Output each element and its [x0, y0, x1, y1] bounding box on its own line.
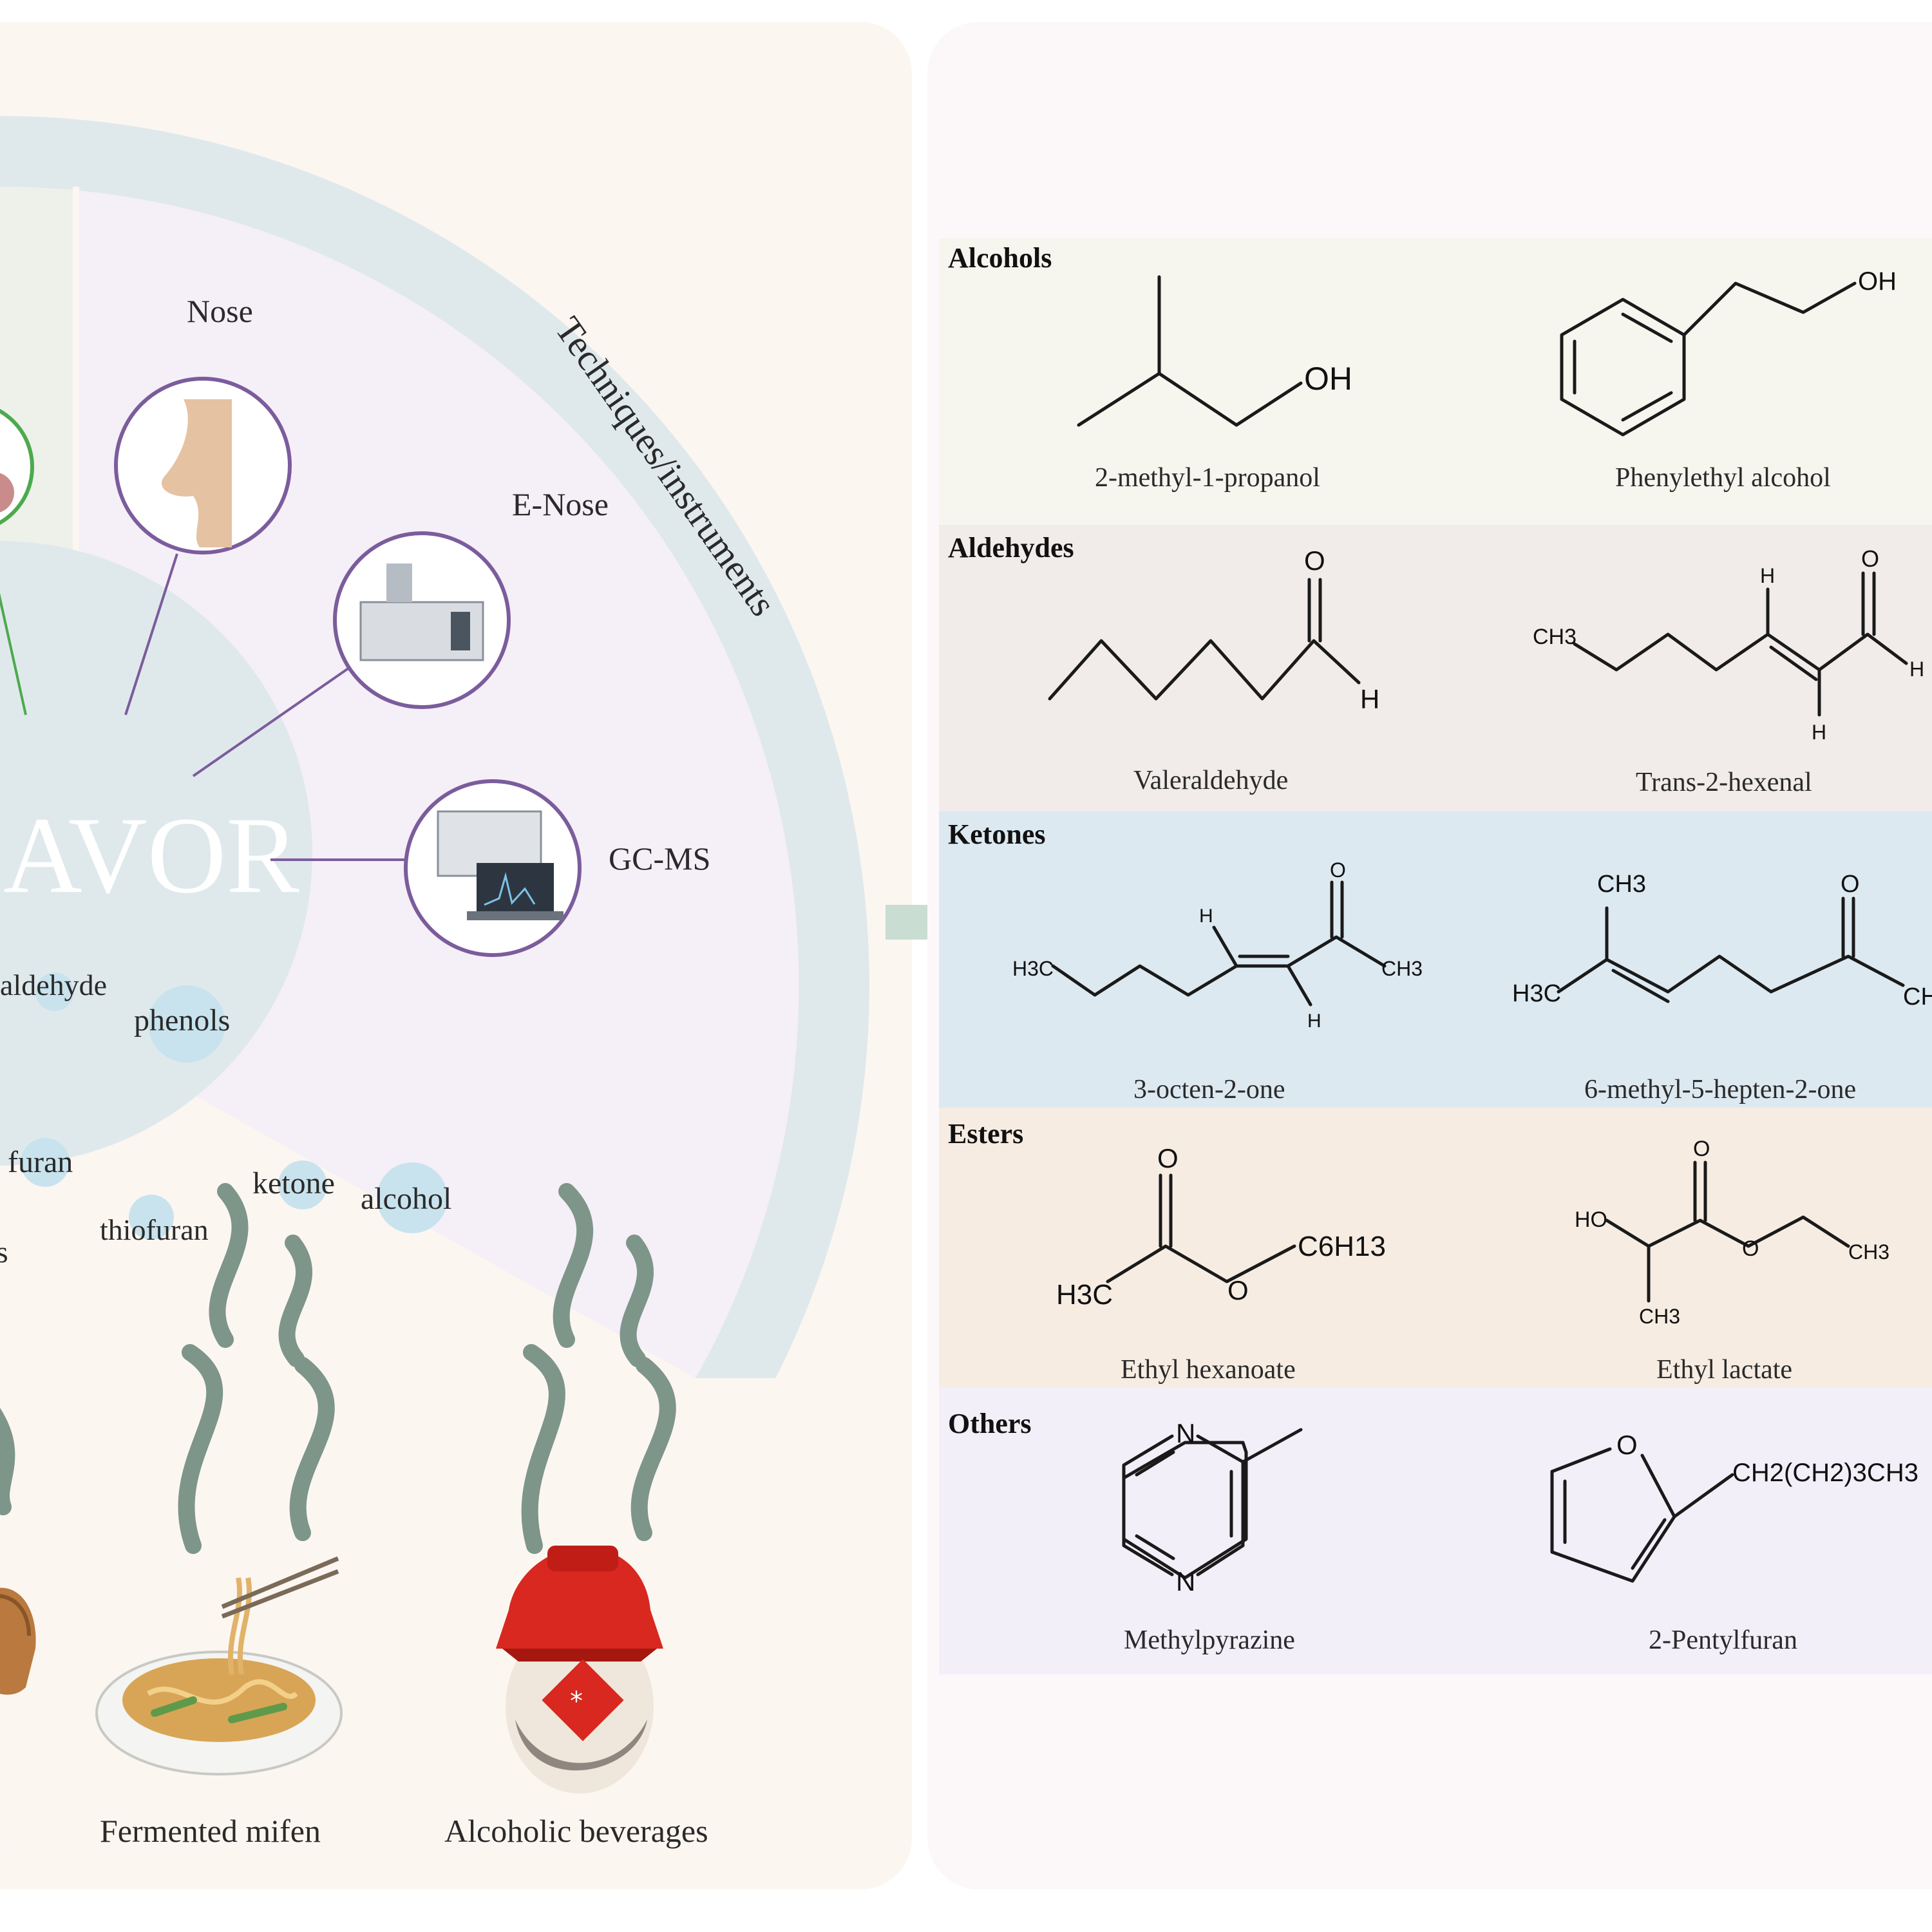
band-ketones: [939, 811, 1932, 1108]
e-nose-instrument: E-Nose: [192, 486, 609, 777]
svg-text:H: H: [1360, 684, 1379, 714]
band-esters: [939, 1108, 1932, 1388]
steam-beverage: [521, 1183, 676, 1554]
svg-text:O: O: [1693, 1137, 1710, 1161]
svg-text:O: O: [1742, 1236, 1759, 1261]
svg-text:O: O: [1227, 1275, 1249, 1305]
structure-ethyl-lactate: HO O O CH3 CH3: [1575, 1137, 1889, 1328]
svg-text:CH3: CH3: [1533, 625, 1577, 649]
category-aldehydes: Aldehydes: [948, 532, 1074, 564]
compound-name-ethyl-hexanoate: Ethyl hexanoate: [1121, 1355, 1296, 1385]
compound-name-ethyl-lactate: Ethyl lactate: [1656, 1355, 1792, 1385]
svg-text:C6H13: C6H13: [1298, 1231, 1386, 1262]
svg-text:O: O: [1304, 545, 1325, 576]
svg-text:N: N: [1176, 1566, 1195, 1596]
svg-text:O: O: [1616, 1430, 1638, 1460]
band-aldehydes: [939, 525, 1932, 811]
gc-ms-label: GC-MS: [609, 840, 710, 876]
compound-name-methylpyrazine: Methylpyrazine: [1124, 1625, 1295, 1655]
compound-bubbles: aldehyde phenols furan ketone alcohol th…: [0, 969, 451, 1269]
svg-text:O: O: [1330, 858, 1346, 882]
svg-text:N: N: [1176, 1418, 1195, 1448]
structure-trans-2-hexenal: CH3 O H H H: [1533, 545, 1924, 744]
category-alcohols: Alcohols: [948, 242, 1052, 274]
bubble-thiofuran: thiofuran: [100, 1213, 209, 1246]
compound-name-valeraldehyde: Valeraldehyde: [1133, 766, 1288, 795]
food-label-beverages: Alcoholic beverages: [444, 1813, 708, 1849]
steam-left: [0, 1408, 15, 1515]
flavor-center-text: AVOR: [3, 795, 299, 916]
svg-text:HO: HO: [1575, 1208, 1607, 1232]
svg-text:CH3: CH3: [1903, 983, 1932, 1010]
nose-icon: [162, 399, 232, 547]
structure-valeraldehyde: O H: [1048, 545, 1379, 714]
bubble-aldehyde: aldehyde: [0, 969, 107, 1001]
structure-2-methyl-1-propanol: OH: [1077, 275, 1352, 427]
svg-text:CH3: CH3: [1597, 871, 1646, 898]
compound-name-phenylethyl-alcohol: Phenylethyl alcohol: [1615, 463, 1831, 493]
compound-name-6-methyl-5-hepten-2-one: 6-methyl-5-hepten-2-one: [1584, 1075, 1856, 1104]
mifen-bowl-icon: [95, 1556, 343, 1776]
category-esters: Esters: [948, 1118, 1023, 1150]
svg-text:H3C: H3C: [1056, 1279, 1113, 1311]
band-others: [939, 1388, 1932, 1674]
bubble-ketone: ketone: [252, 1166, 335, 1200]
svg-text:H: H: [1812, 721, 1826, 744]
svg-text:OH: OH: [1304, 361, 1352, 397]
wine-jar-icon: *: [496, 1546, 663, 1794]
svg-text:CH3: CH3: [1381, 957, 1423, 980]
structure-2-pentylfuran: O CH2(CH2)3CH3: [1550, 1430, 1918, 1583]
tongue-icon: [0, 473, 14, 513]
svg-text:H: H: [1199, 905, 1213, 927]
svg-text:H: H: [1760, 564, 1775, 587]
food-label-mifen: Fermented mifen: [100, 1813, 321, 1849]
svg-text:CH3: CH3: [1639, 1305, 1680, 1328]
svg-text:H: H: [1307, 1010, 1321, 1032]
sense-ring-left: [0, 408, 34, 715]
svg-text:*: *: [570, 1687, 583, 1716]
structure-3-octen-2-one: H3C O H H CH3: [1012, 858, 1423, 1032]
svg-text:H3C: H3C: [1012, 957, 1054, 980]
svg-text:H: H: [1909, 658, 1924, 681]
chopsticks-icon: [221, 1556, 339, 1609]
svg-text:O: O: [1861, 545, 1879, 572]
compound-name-3-octen-2-one: 3-octen-2-one: [1133, 1075, 1285, 1104]
compound-name-2-methyl-1-propanol: 2-methyl-1-propanol: [1095, 463, 1320, 493]
svg-text:H3C: H3C: [1512, 980, 1561, 1007]
svg-text:OH: OH: [1858, 267, 1897, 296]
category-ketones: Ketones: [948, 819, 1046, 850]
steam-mifen: [178, 1183, 335, 1554]
nose-label: Nose: [187, 293, 253, 329]
category-others: Others: [948, 1408, 1032, 1439]
svg-text:O: O: [1157, 1143, 1179, 1173]
svg-text:O: O: [1841, 871, 1860, 898]
nose-instrument: Nose: [114, 293, 292, 715]
bubble-furan: furan: [8, 1145, 73, 1179]
compound-name-trans-2-hexenal: Trans-2-hexenal: [1636, 768, 1812, 797]
structure-6-methyl-5-hepten-2-one: H3C CH3 O CH3: [1512, 871, 1932, 1010]
gc-ms-instrument: GC-MS: [270, 779, 710, 957]
bread-icon: [0, 1587, 36, 1695]
structure-methylpyrazine: N N: [1122, 1418, 1303, 1596]
bubble-truncated: s: [0, 1235, 8, 1269]
e-nose-label: E-Nose: [512, 486, 609, 522]
structure-ethyl-hexanoate: H3C O O C6H13: [1056, 1143, 1386, 1311]
bubble-phenols: phenols: [134, 1003, 230, 1037]
bubble-alcohol: alcohol: [361, 1182, 451, 1216]
svg-text:CH2(CH2)3CH3: CH2(CH2)3CH3: [1732, 1459, 1918, 1487]
structure-phenylethyl-alcohol: OH: [1560, 267, 1897, 437]
svg-text:CH3: CH3: [1848, 1240, 1889, 1264]
band-alcohols: [939, 238, 1932, 525]
compound-name-2-pentylfuran: 2-Pentylfuran: [1649, 1625, 1797, 1655]
